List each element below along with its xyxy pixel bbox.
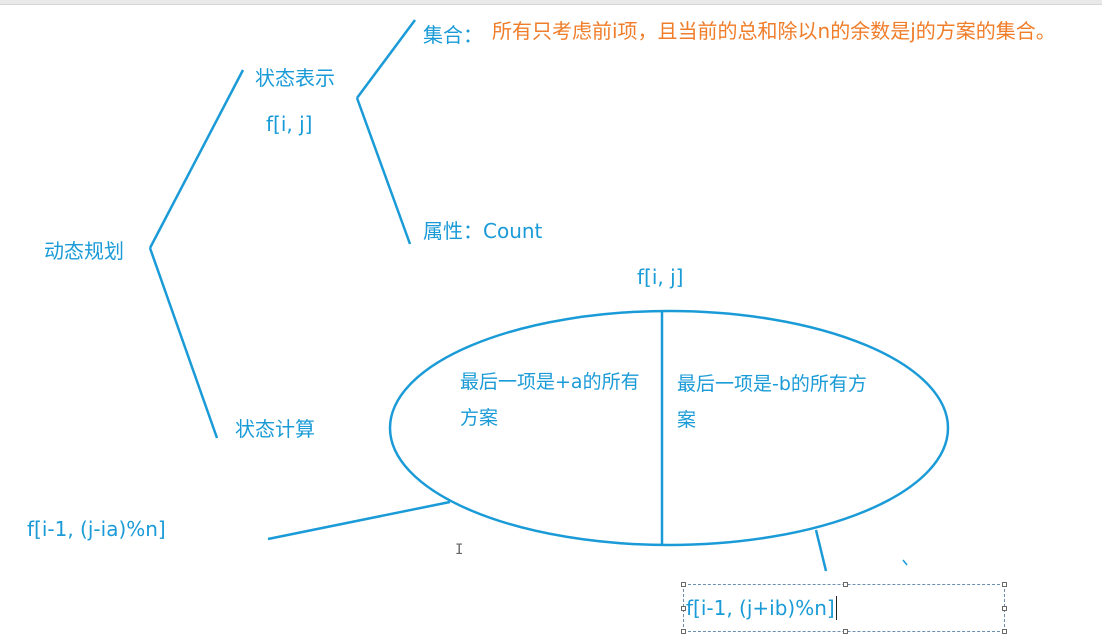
root-branch-upper — [148, 69, 245, 249]
resize-handle-tr[interactable] — [1002, 582, 1007, 587]
state-calc-label: 状态计算 — [235, 417, 315, 441]
right-formula-textbox[interactable]: f[i-1, (j+ib)%n] — [681, 582, 1007, 634]
partition-left-text: 最后一项是+a的所有方案 — [460, 371, 640, 429]
resize-handle-ml[interactable] — [681, 606, 686, 611]
text-caret — [835, 596, 837, 620]
partition-title: f[i, j] — [637, 265, 684, 289]
resize-handle-tm[interactable] — [843, 582, 848, 587]
root-label: 动态规划 — [44, 239, 124, 263]
resize-handle-bm[interactable] — [843, 629, 848, 634]
attribute-label: 属性：Count — [423, 219, 543, 243]
right-formula: f[i-1, (j+ib)%n] — [686, 596, 835, 620]
text-cursor-icon: I — [455, 542, 464, 558]
right-formula-line: f[i-1, (j+ib)%n] — [686, 595, 837, 621]
repr-branch-upper — [355, 19, 417, 99]
resize-handle-tl[interactable] — [681, 582, 686, 587]
resize-handle-mr[interactable] — [1002, 606, 1007, 611]
window-top-edge — [0, 0, 1102, 5]
resize-handle-bl[interactable] — [681, 629, 686, 634]
partition-ellipse — [388, 309, 950, 547]
state-repr-notation: f[i, j] — [266, 112, 313, 136]
state-repr-label: 状态表示 — [255, 66, 335, 90]
resize-handle-br[interactable] — [1002, 629, 1007, 634]
set-description: 所有只考虑前i项，且当前的总和除以n的余数是j的方案的集合。 — [492, 19, 1056, 43]
root-branch-lower — [148, 247, 219, 439]
set-label: 集合： — [423, 23, 483, 47]
stray-mark — [902, 559, 908, 566]
left-formula-connector — [267, 500, 451, 541]
partition-right-text: 最后一项是-b的所有方案 — [677, 373, 867, 431]
left-formula: f[i-1, (j-ia)%n] — [27, 517, 166, 541]
right-formula-connector — [814, 529, 828, 572]
repr-branch-lower — [355, 97, 412, 245]
